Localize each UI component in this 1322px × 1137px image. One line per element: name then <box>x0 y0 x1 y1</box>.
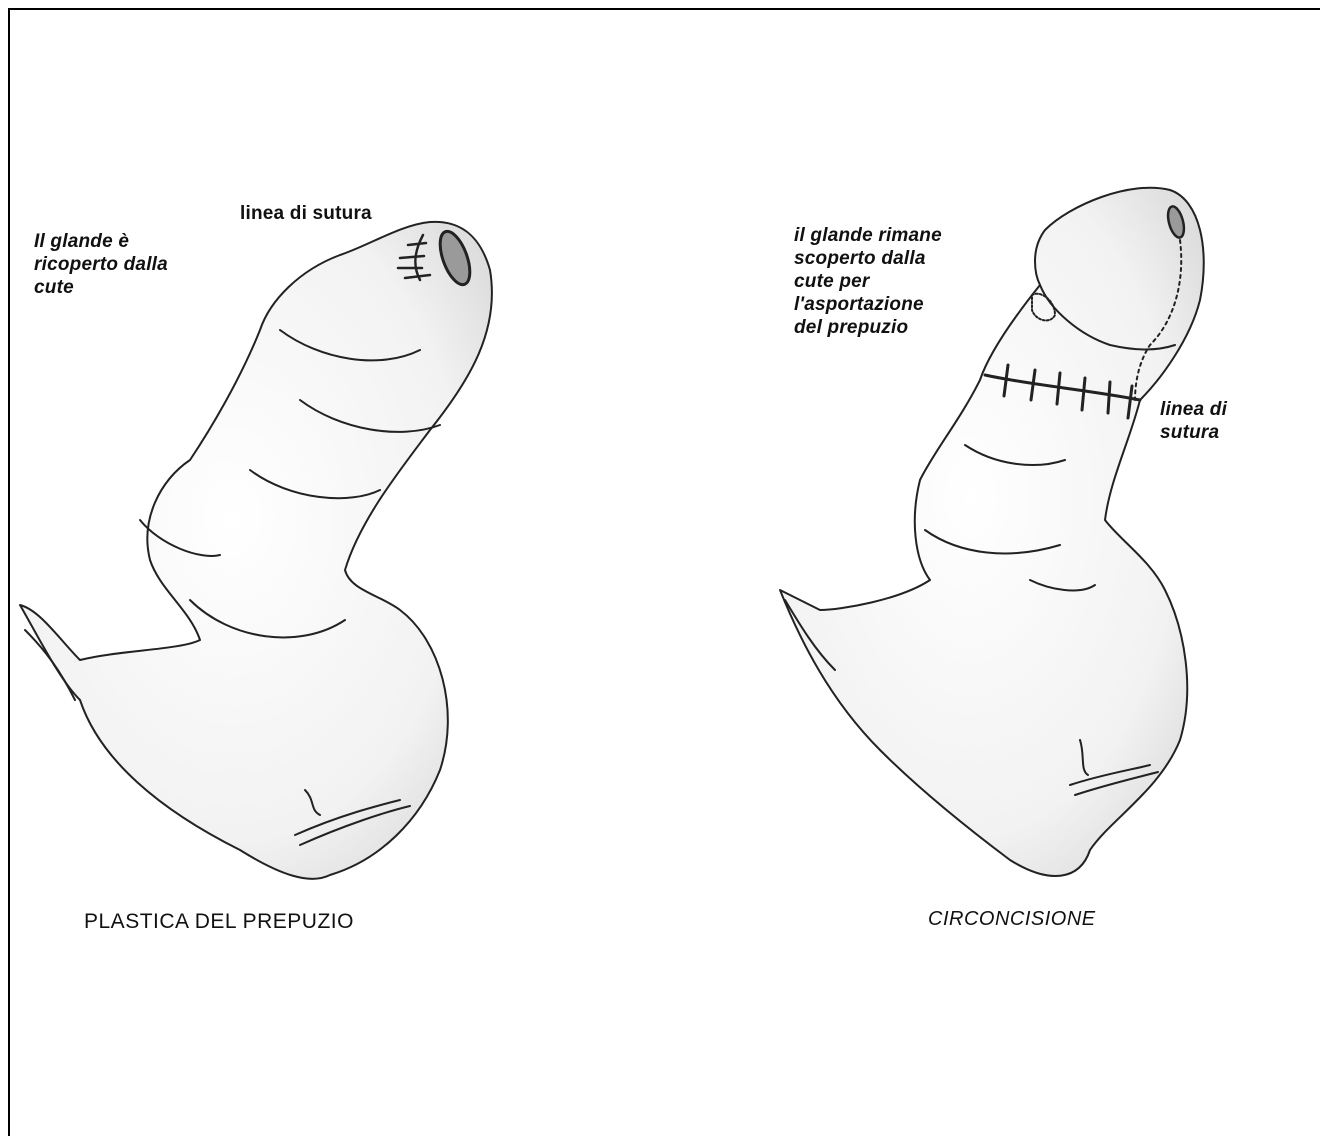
right-caption: CIRCONCISIONE <box>928 908 1096 931</box>
left-drawing <box>20 222 492 879</box>
right-note-line: l'asportazione <box>794 293 942 316</box>
left-note: Il glande è ricoperto dalla cute <box>34 230 168 299</box>
left-note-line: Il glande è <box>34 230 168 253</box>
right-note-line: del prepuzio <box>794 316 942 339</box>
right-suture-label-line: sutura <box>1160 421 1227 444</box>
right-note-line: cute per <box>794 270 942 293</box>
left-caption: PLASTICA DEL PREPUZIO <box>84 910 354 934</box>
right-suture-label: linea di sutura <box>1160 398 1227 444</box>
left-note-line: ricoperto dalla <box>34 253 168 276</box>
left-body-outline <box>20 222 492 879</box>
right-suture-label-line: linea di <box>1160 398 1227 421</box>
right-note-line: il glande rimane <box>794 224 942 247</box>
right-note: il glande rimane scoperto dalla cute per… <box>794 224 942 339</box>
left-suture-label: linea di sutura <box>240 202 372 225</box>
right-note-line: scoperto dalla <box>794 247 942 270</box>
left-note-line: cute <box>34 276 168 299</box>
